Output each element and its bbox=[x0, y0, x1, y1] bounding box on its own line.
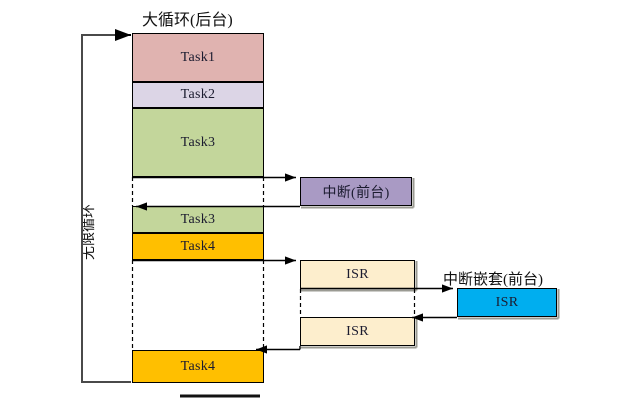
heading-background-loop: 大循环(后台) bbox=[142, 12, 233, 29]
task-block-label: Task2 bbox=[180, 87, 216, 102]
task-block-label: Task3 bbox=[180, 134, 216, 150]
task-block-task4-resumed: Task4 bbox=[132, 350, 264, 383]
isr-block-resumed: ISR bbox=[300, 317, 415, 346]
isr-block-label: ISR bbox=[346, 266, 369, 282]
heading-nested-interrupt: 中断嵌套(前台) bbox=[443, 272, 543, 288]
isr-block-nested: ISR bbox=[457, 288, 557, 317]
task-block-task2: Task2 bbox=[132, 82, 264, 108]
task-block-task4-first: Task4 bbox=[132, 233, 264, 260]
task-block-label: Task4 bbox=[180, 238, 216, 254]
isr-block-first: ISR bbox=[300, 260, 415, 289]
isr-block-label: ISR bbox=[346, 323, 369, 339]
task-block-task3-first: Task3 bbox=[132, 108, 264, 177]
task-block-label: Task3 bbox=[180, 211, 216, 227]
interrupt-block-foreground: 中断(前台) bbox=[300, 177, 412, 206]
task-block-task1: Task1 bbox=[132, 33, 264, 82]
label-infinite-loop: 无限循环 bbox=[82, 204, 97, 260]
task-block-label: Task4 bbox=[180, 358, 216, 374]
isr-block-label: ISR bbox=[495, 294, 519, 310]
task-block-label: Task1 bbox=[180, 49, 216, 65]
interrupt-block-label: 中断(前台) bbox=[322, 185, 390, 201]
task-block-task3-resumed: Task3 bbox=[132, 206, 264, 233]
